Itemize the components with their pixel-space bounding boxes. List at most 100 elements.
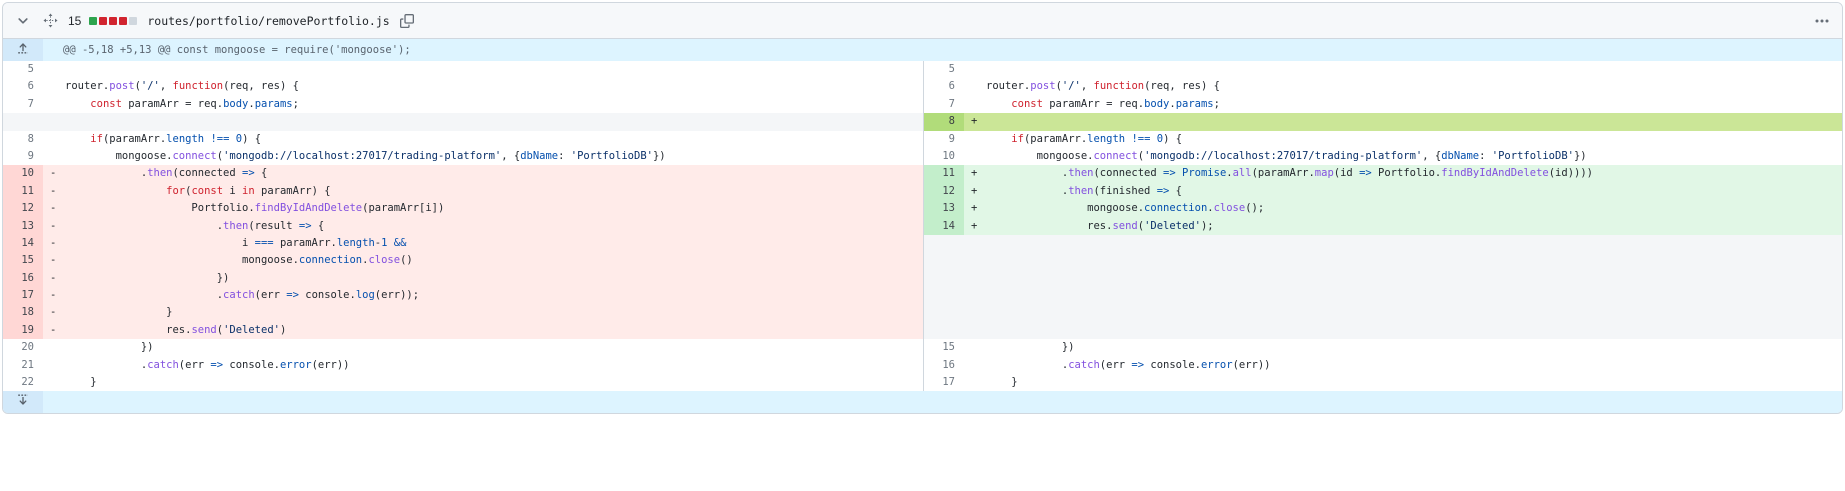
line-number	[924, 252, 964, 270]
line-number[interactable]: 19	[3, 321, 43, 340]
code-line	[964, 234, 1842, 253]
line-number[interactable]: 13	[924, 200, 964, 218]
diff-marker: -	[50, 289, 57, 302]
diff-row: 18- }	[3, 304, 1842, 322]
code-line: if(paramArr.length !== 0) {	[964, 130, 1842, 148]
code-line: if(paramArr.length !== 0) {	[43, 130, 923, 148]
code-line	[964, 61, 1842, 79]
code-line: mongoose.connect('mongodb://localhost:27…	[964, 147, 1842, 166]
expand-up-button[interactable]	[3, 39, 43, 61]
diff-marker: -	[50, 306, 57, 319]
line-number[interactable]: 9	[3, 147, 43, 166]
code-line: }	[964, 374, 1842, 392]
hunk-header-text: @@ -5,18 +5,13 @@ const mongoose = requi…	[63, 44, 411, 56]
file-path: routes/portfolio/removePortfolio.js	[147, 13, 390, 28]
diff-marker: +	[971, 202, 978, 215]
line-number[interactable]: 14	[924, 217, 964, 235]
line-number[interactable]: 5	[3, 61, 43, 79]
collapse-file-button[interactable]	[13, 11, 33, 31]
line-number[interactable]: 8	[3, 130, 43, 148]
line-number[interactable]: 8	[924, 113, 964, 131]
code-line	[964, 321, 1842, 340]
line-number[interactable]: 13	[3, 217, 43, 235]
chevron-down-icon	[15, 13, 31, 29]
code-line: + .then(finished => {	[964, 182, 1842, 201]
file-header: 15 routes/portfolio/removePortfolio.js	[3, 3, 1842, 39]
line-number[interactable]: 22	[3, 374, 43, 392]
code-line	[964, 252, 1842, 270]
line-number	[924, 287, 964, 305]
kebab-horizontal-icon	[1814, 13, 1830, 29]
diff-marker: +	[971, 184, 978, 197]
expand-down-button[interactable]	[3, 391, 43, 414]
line-number[interactable]: 17	[924, 374, 964, 392]
line-number[interactable]: 12	[3, 200, 43, 218]
code-line: + res.send('Deleted');	[964, 217, 1842, 235]
diff-marker: -	[50, 254, 57, 267]
line-number[interactable]: 15	[924, 339, 964, 357]
line-number[interactable]: 18	[3, 304, 43, 322]
diffstat-square-deleted	[109, 16, 118, 25]
line-number[interactable]: 12	[924, 182, 964, 201]
line-number[interactable]: 16	[3, 269, 43, 288]
diff-row: 8 if(paramArr.length !== 0) {9 if(paramA…	[3, 130, 1842, 148]
diff-row: 11- for(const i in paramArr) {12+ .then(…	[3, 182, 1842, 201]
line-number[interactable]: 9	[924, 130, 964, 148]
line-number[interactable]: 10	[924, 147, 964, 166]
diff-row: 13- .then(result => {14+ res.send('Delet…	[3, 217, 1842, 235]
diff-row: 10- .then(connected => {11+ .then(connec…	[3, 165, 1842, 183]
diff-row: 20 })15 })	[3, 339, 1842, 357]
diff-row: 14- i === paramArr.length-1 &&	[3, 234, 1842, 253]
diff-marker: -	[50, 184, 57, 197]
diff-row: 15- mongoose.connection.close()	[3, 252, 1842, 270]
line-number[interactable]: 6	[924, 78, 964, 96]
diffstat-square-deleted	[99, 16, 108, 25]
diff-marker: +	[971, 219, 978, 232]
line-number[interactable]: 16	[924, 356, 964, 375]
drag-handle-button[interactable]	[41, 11, 60, 30]
diff-file-card: 15 routes/portfolio/removePortfolio.js	[2, 2, 1843, 415]
code-line: - mongoose.connection.close()	[43, 252, 923, 270]
line-number[interactable]: 11	[3, 182, 43, 201]
line-number[interactable]: 20	[3, 339, 43, 357]
line-number	[3, 113, 43, 131]
line-number[interactable]: 21	[3, 356, 43, 375]
code-line: mongoose.connect('mongodb://localhost:27…	[43, 147, 923, 166]
code-line: - for(const i in paramArr) {	[43, 182, 923, 201]
copy-path-button[interactable]	[398, 12, 416, 30]
code-line: +	[964, 113, 1842, 131]
expand-down-icon	[16, 393, 30, 412]
diff-marker: -	[50, 167, 57, 180]
code-line: - res.send('Deleted')	[43, 321, 923, 340]
line-number[interactable]: 11	[924, 165, 964, 183]
code-line: router.post('/', function(req, res) {	[43, 78, 923, 96]
code-line: }	[43, 374, 923, 392]
diffstat-square-added	[89, 16, 98, 25]
diffstat-square-neutral	[129, 16, 138, 25]
line-number[interactable]: 6	[3, 78, 43, 96]
diff-row: 16- })	[3, 269, 1842, 288]
diff-row: 19- res.send('Deleted')	[3, 321, 1842, 340]
line-number[interactable]: 5	[924, 61, 964, 79]
hunk-header-row: @@ -5,18 +5,13 @@ const mongoose = requi…	[3, 39, 1842, 61]
diff-marker: -	[50, 219, 57, 232]
code-line: - i === paramArr.length-1 &&	[43, 234, 923, 253]
line-number[interactable]: 10	[3, 165, 43, 183]
line-number	[924, 304, 964, 322]
line-number[interactable]: 14	[3, 234, 43, 253]
code-line: - .then(result => {	[43, 217, 923, 235]
code-line: router.post('/', function(req, res) {	[964, 78, 1842, 96]
code-line: const paramArr = req.body.params;	[964, 95, 1842, 114]
line-number[interactable]: 7	[3, 95, 43, 114]
diff-row: 12- Portfolio.findByIdAndDelete(paramArr…	[3, 200, 1842, 218]
diff-row: 21 .catch(err => console.error(err))16 .…	[3, 356, 1842, 375]
line-number[interactable]: 7	[924, 95, 964, 114]
code-line	[964, 269, 1842, 288]
line-number[interactable]: 17	[3, 287, 43, 305]
code-line: .catch(err => console.error(err))	[964, 356, 1842, 375]
file-options-button[interactable]	[1812, 11, 1832, 31]
code-line: + .then(connected => Promise.all(paramAr…	[964, 165, 1842, 183]
line-number[interactable]: 15	[3, 252, 43, 270]
